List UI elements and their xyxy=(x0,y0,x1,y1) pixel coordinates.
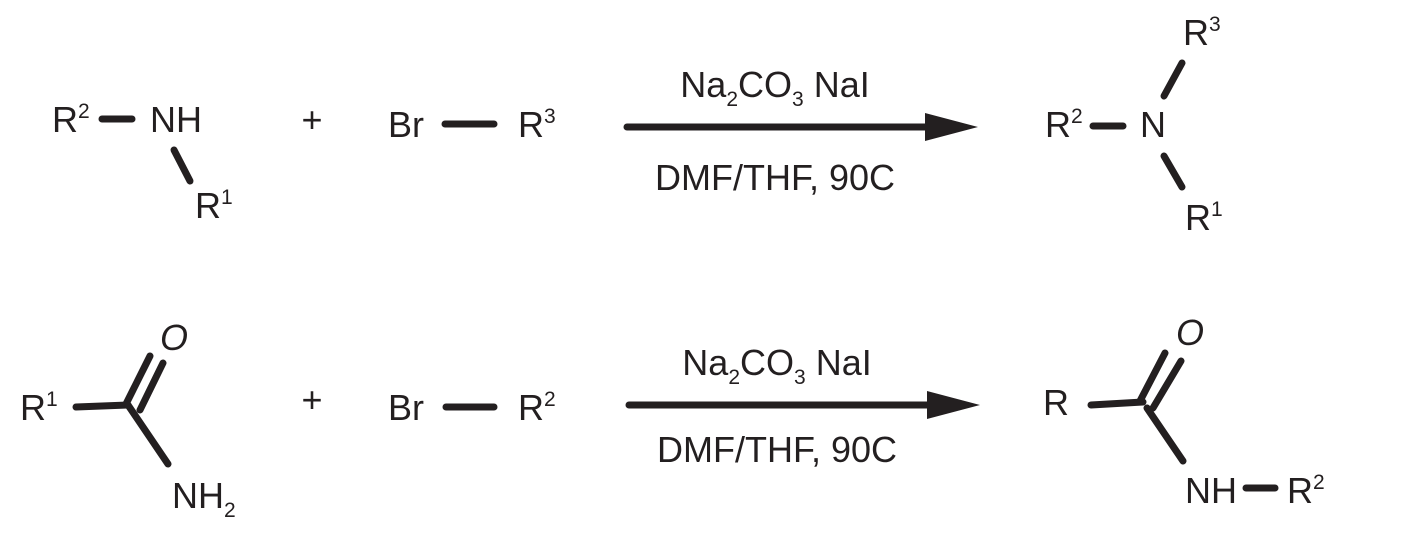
tertiary-amine-product: R2 N R3 R1 xyxy=(1045,12,1223,238)
r3-label: R3 xyxy=(1183,12,1221,53)
plus-sign: + xyxy=(301,379,322,420)
reaction-2: R1 O NH2 + Br R2 Na2CO3 NaI DMF/THF, 90C… xyxy=(20,312,1325,522)
bond xyxy=(1143,404,1187,465)
secondary-amide-product: R O NH R2 xyxy=(1043,312,1325,511)
r2-label: R2 xyxy=(1045,104,1083,145)
oxygen-label: O xyxy=(160,317,188,358)
bond xyxy=(170,146,194,185)
bond xyxy=(1160,59,1186,100)
bond xyxy=(1160,152,1186,191)
reagents-label: Na2CO3 NaI xyxy=(680,64,869,111)
reagents-label: Na2CO3 NaI xyxy=(682,342,871,389)
r1-label: R1 xyxy=(20,387,58,428)
primary-amide: R1 O NH2 xyxy=(20,317,236,522)
alkyl-bromide: Br R2 xyxy=(388,387,556,428)
br-label: Br xyxy=(388,387,424,428)
arrow-head xyxy=(927,391,980,419)
bond xyxy=(72,401,132,411)
r2-label: R2 xyxy=(1287,470,1325,511)
bond xyxy=(1087,398,1147,409)
plus-sign: + xyxy=(301,99,322,140)
nh-label: NH xyxy=(1185,470,1237,511)
nh2-label: NH2 xyxy=(172,475,236,522)
double-bond xyxy=(122,352,154,408)
reaction-arrow: Na2CO3 NaI DMF/THF, 90C xyxy=(623,64,978,198)
r2-label: R2 xyxy=(52,99,90,140)
reaction-arrow: Na2CO3 NaI DMF/THF, 90C xyxy=(625,342,980,470)
reaction-1: R2 NH R1 + Br R3 Na2CO3 NaI DMF/THF, 90C… xyxy=(52,12,1223,238)
r2-label: R2 xyxy=(518,387,556,428)
n-label: N xyxy=(1140,104,1166,145)
arrow-head xyxy=(925,113,978,141)
r-label: R xyxy=(1043,382,1069,423)
r3-label: R3 xyxy=(518,104,556,145)
br-label: Br xyxy=(388,104,424,145)
conditions-label: DMF/THF, 90C xyxy=(657,429,897,470)
oxygen-label: O xyxy=(1176,312,1204,353)
double-bond xyxy=(1136,349,1169,405)
alkyl-bromide: Br R3 xyxy=(388,104,556,145)
r1-label: R1 xyxy=(195,185,233,226)
double-bond xyxy=(1149,357,1185,412)
nh-label: NH xyxy=(150,99,202,140)
bond xyxy=(124,401,172,468)
conditions-label: DMF/THF, 90C xyxy=(655,157,895,198)
r1-label: R1 xyxy=(1185,197,1223,238)
double-bond xyxy=(136,359,167,414)
secondary-amine: R2 NH R1 xyxy=(52,99,233,226)
